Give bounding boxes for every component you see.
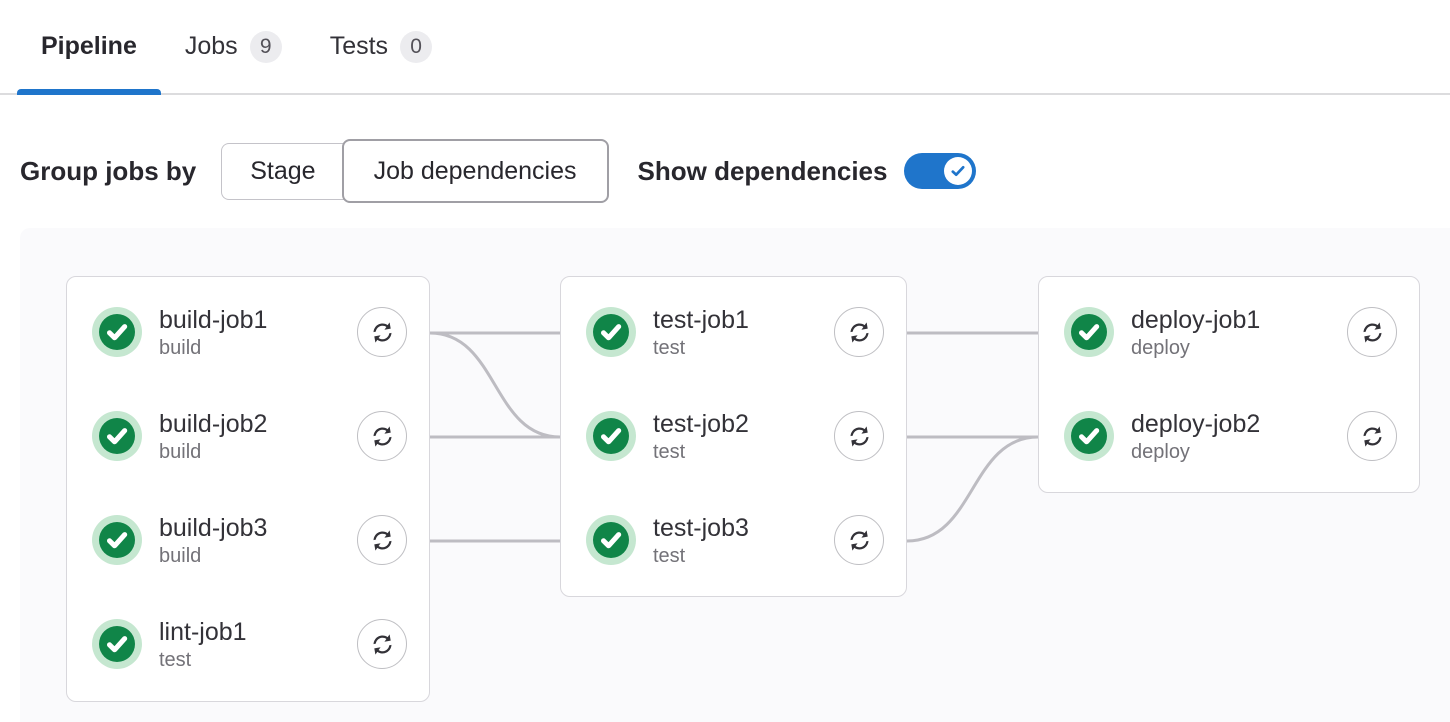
graph-controls: Group jobs by Stage Job dependencies Sho… <box>20 138 1450 204</box>
job-stage-label: deploy <box>1131 440 1190 463</box>
check-icon <box>951 165 966 177</box>
retry-job-button[interactable] <box>1347 307 1397 357</box>
group-jobs-by-segmented-control: Stage Job dependencies <box>221 139 609 203</box>
job-name-link[interactable]: test-job1 <box>653 305 749 334</box>
dependency-links <box>429 331 1039 543</box>
job-group-card: deploy-job1 deploy deploy-job2 deploy <box>1038 276 1420 493</box>
status-success-icon <box>586 515 636 565</box>
retry-icon <box>850 425 868 447</box>
status-success-icon <box>92 515 142 565</box>
retry-job-button[interactable] <box>357 307 407 357</box>
pipeline-graph: build-job1 build build-job2 build build-… <box>20 228 1450 722</box>
retry-icon <box>1363 321 1381 343</box>
tab-jobs[interactable]: Jobs 9 <box>161 0 306 93</box>
retry-job-button[interactable] <box>1347 411 1397 461</box>
job-row: deploy-job2 deploy <box>1039 384 1419 488</box>
tab-tests[interactable]: Tests 0 <box>306 0 456 93</box>
job-stage-label: test <box>653 336 686 359</box>
job-row: lint-job1 test <box>67 592 429 696</box>
retry-job-button[interactable] <box>357 411 407 461</box>
job-group-card: build-job1 build build-job2 build build-… <box>66 276 430 702</box>
retry-job-button[interactable] <box>834 515 884 565</box>
job-row: test-job1 test <box>561 280 906 384</box>
job-row: build-job3 build <box>67 488 429 592</box>
job-name-link[interactable]: deploy-job2 <box>1131 409 1261 438</box>
retry-icon <box>1363 425 1381 447</box>
group-by-job-dependencies-button[interactable]: Job dependencies <box>341 139 609 203</box>
status-success-icon <box>92 411 142 461</box>
job-name-link[interactable]: lint-job1 <box>159 617 247 646</box>
retry-job-button[interactable] <box>834 307 884 357</box>
show-dependencies-toggle[interactable] <box>904 153 977 189</box>
job-stage-label: build <box>159 544 202 567</box>
status-success-icon <box>586 411 636 461</box>
retry-icon <box>850 321 868 343</box>
retry-job-button[interactable] <box>357 619 407 669</box>
tab-tests-label: Tests <box>329 32 389 60</box>
tab-pipeline[interactable]: Pipeline <box>17 0 161 95</box>
group-jobs-by-label: Group jobs by <box>20 155 197 186</box>
tab-pipeline-label: Pipeline <box>41 32 137 60</box>
retry-icon <box>373 529 391 551</box>
retry-icon <box>373 321 391 343</box>
job-row: build-job1 build <box>67 280 429 384</box>
status-success-icon <box>1064 411 1114 461</box>
tab-jobs-label: Jobs <box>184 32 238 60</box>
link-test-job3-deploy-job2 <box>906 435 1039 543</box>
job-name-link[interactable]: test-job2 <box>653 409 749 438</box>
status-success-icon <box>92 619 142 669</box>
retry-icon <box>850 529 868 551</box>
job-name-link[interactable]: build-job3 <box>159 513 268 542</box>
job-stage-label: build <box>159 440 202 463</box>
retry-job-button[interactable] <box>357 515 407 565</box>
status-success-icon <box>586 307 636 357</box>
job-row: test-job3 test <box>561 488 906 592</box>
job-row: build-job2 build <box>67 384 429 488</box>
pipeline-tabs: Pipeline Jobs 9 Tests 0 <box>0 0 1450 95</box>
status-success-icon <box>1064 307 1114 357</box>
show-dependencies-label: Show dependencies <box>637 155 888 186</box>
retry-icon <box>373 425 391 447</box>
job-row: test-job2 test <box>561 384 906 488</box>
job-group-card: test-job1 test test-job2 test test-job3 … <box>560 276 907 597</box>
retry-icon <box>373 633 391 655</box>
job-stage-label: build <box>159 336 202 359</box>
link-build-job1-test-job2 <box>429 331 561 439</box>
tests-count-badge: 0 <box>400 30 433 63</box>
jobs-count-badge: 9 <box>249 30 282 63</box>
status-success-icon <box>92 307 142 357</box>
toggle-knob <box>944 157 973 185</box>
job-name-link[interactable]: build-job1 <box>159 305 268 334</box>
group-by-stage-button[interactable]: Stage <box>221 142 344 200</box>
job-name-link[interactable]: deploy-job1 <box>1131 305 1261 334</box>
job-name-link[interactable]: test-job3 <box>653 513 749 542</box>
job-stage-label: test <box>653 544 686 567</box>
job-stage-label: test <box>653 440 686 463</box>
job-row: deploy-job1 deploy <box>1039 280 1419 384</box>
job-name-link[interactable]: build-job2 <box>159 409 268 438</box>
retry-job-button[interactable] <box>834 411 884 461</box>
job-stage-label: deploy <box>1131 336 1190 359</box>
job-stage-label: test <box>159 648 192 671</box>
